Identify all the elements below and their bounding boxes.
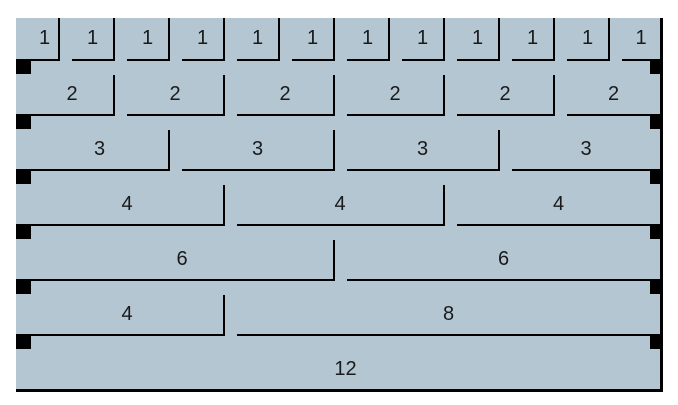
grid-cell-label: 2 [169,83,181,105]
grid-cell-label: 3 [251,138,264,160]
grid-cell-label: 1 [526,27,539,49]
grid-cell-label: 1 [471,27,484,49]
grid-cell-label: 1 [86,27,99,49]
row-baseline-segment [347,59,388,61]
row-baseline-segment [457,59,498,61]
row-baseline-segment [182,169,333,171]
cell-divider [443,18,445,61]
row-marker-left [16,279,31,294]
cell-divider [223,75,225,116]
grid-cell-label: 2 [279,83,291,105]
grid-cell-label: 12 [334,358,357,380]
cell-divider [113,18,115,61]
row-baseline-segment [31,224,223,226]
row-baseline-segment [237,224,443,226]
row-baseline-segment [622,59,660,61]
row-baseline-segment [31,169,168,171]
row-marker-right [650,279,663,294]
row-marker-right [650,334,663,349]
cell-divider [388,18,390,61]
row-marker-left [16,334,31,349]
row-marker-right [650,169,663,184]
grid-cell-label: 3 [416,138,429,160]
grid-cell-label: 1 [581,27,594,49]
grid-cell-label: 1 [141,27,154,49]
row-baseline-segment [567,114,660,116]
grid-cell-label: 3 [93,138,106,160]
cell-divider [553,75,555,116]
row-baseline-segment [402,59,443,61]
grid-cell-label: 4 [121,303,133,325]
row-baseline-segment [237,114,333,116]
row-marker-left [16,59,31,74]
row-baseline-segment [182,59,223,61]
cell-divider [223,185,225,226]
cell-divider [168,18,170,61]
cell-divider [443,185,445,226]
grid-cell-label: 1 [416,27,429,49]
row-marker-left [16,114,31,129]
row-baseline-segment [347,279,660,281]
cell-divider [333,130,335,171]
cell-divider [223,295,225,336]
row-baseline-segment [127,114,223,116]
cell-divider [333,75,335,116]
grid-cell-label: 4 [552,193,565,215]
row-baseline-segment [237,334,660,336]
cell-divider [608,18,610,61]
row-baseline-segment [512,59,553,61]
grid-cell-label: 8 [442,303,455,325]
cell-divider [223,18,225,61]
grid-cell-label: 6 [497,248,510,270]
grid-cell-label: 1 [306,27,319,49]
grid-cell-label: 2 [389,83,401,105]
row-baseline-segment [457,114,553,116]
row-baseline-segment [127,59,168,61]
cell-divider [333,240,335,281]
cell-divider [278,18,280,61]
grid-cell-label: 3 [580,138,592,160]
row-marker-right [650,114,663,129]
row-marker-left [16,224,31,239]
row-marker-right [650,59,663,74]
row-baseline-segment [292,59,333,61]
grid-cell-label: 1 [251,27,264,49]
grid-cell-label: 1 [38,27,51,49]
row-baseline-segment [457,224,660,226]
cell-divider [443,75,445,116]
grid-cell-label: 1 [361,27,374,49]
row-marker-left [16,169,31,184]
cell-divider [553,18,555,61]
grid-cell-label: 6 [176,248,188,270]
row-baseline-segment [31,334,223,336]
row-baseline-segment [31,279,333,281]
cell-divider [498,18,500,61]
cell-divider [58,18,60,61]
grid-panel [16,18,663,392]
row-baseline-segment [567,59,608,61]
grid-cell-label: 2 [607,83,620,105]
row-baseline-segment [72,59,113,61]
cell-divider [168,130,170,171]
grid-cell-label: 1 [196,27,209,49]
row-baseline-segment [31,59,58,61]
grid-cell-label: 4 [334,193,346,215]
row-baseline-segment [237,59,278,61]
grid-cell-label: 2 [66,83,78,105]
grid-cell-label: 4 [121,193,133,215]
cell-divider [333,18,335,61]
cell-divider [113,75,115,116]
row-baseline-segment [347,169,498,171]
row-baseline-segment [347,114,443,116]
row-baseline-segment [31,114,113,116]
cell-divider [498,130,500,171]
grid-cell-label: 1 [635,27,647,49]
grid-cell-label: 2 [499,83,511,105]
row-marker-right [650,224,663,239]
row-baseline-segment [512,169,660,171]
